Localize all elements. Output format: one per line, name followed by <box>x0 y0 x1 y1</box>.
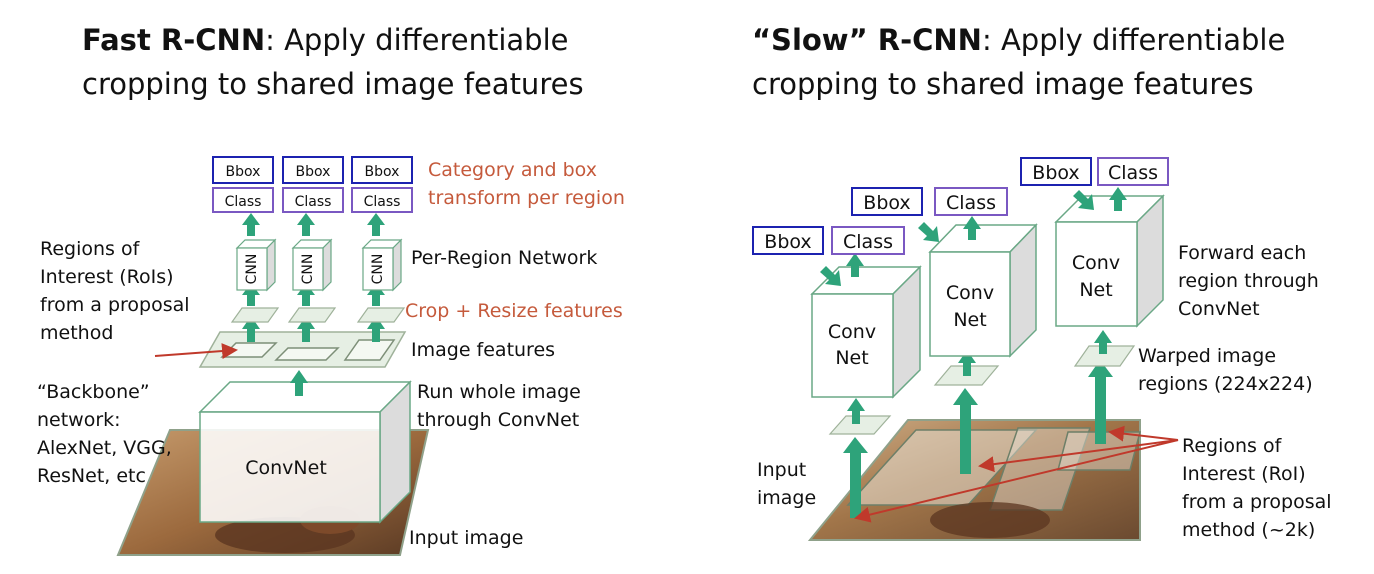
right-convnet-2-line2: Net <box>953 309 986 331</box>
slow-rcnn-title: “Slow” R-CNN: Apply differentiable cropp… <box>752 18 1285 106</box>
left-cnn-label-2: CNN <box>300 254 316 285</box>
left-cnn-label-3: CNN <box>370 254 386 285</box>
fast-rcnn-title-bold: Fast R-CNN <box>82 23 266 57</box>
right-warped-label: Warped image regions (224x224) <box>1138 342 1313 398</box>
left-bbox-label-2: Bbox <box>296 164 331 180</box>
left-bbox-label-3: Bbox <box>365 164 400 180</box>
right-output-arrows <box>820 187 1127 286</box>
left-image-features-label: Image features <box>411 339 556 361</box>
left-rois-line4: method <box>40 322 114 344</box>
left-run-whole-line1: Run whole image <box>417 381 581 403</box>
left-input-image-label: Input image <box>409 527 524 549</box>
left-crop-label: Crop + Resize features <box>405 300 623 322</box>
left-region-stack-1: CNN <box>230 213 280 342</box>
right-warped-line2: regions (224x224) <box>1138 373 1313 395</box>
left-backbone-line1: “Backbone” <box>37 381 150 403</box>
left-cnn-label-1: CNN <box>244 254 260 285</box>
right-input-image-label: Input image <box>757 456 816 512</box>
left-run-whole-label: Run whole image through ConvNet <box>417 378 581 434</box>
right-convnet-1: Conv Net <box>810 265 922 399</box>
left-run-whole-line2: through ConvNet <box>417 409 580 431</box>
left-rois-line2: Interest (RoIs) <box>40 266 174 288</box>
left-region-stack-3: CNN <box>356 213 406 342</box>
left-roi-pointer <box>154 343 238 360</box>
right-warped-line1: Warped image <box>1138 345 1277 367</box>
right-roi-pointers <box>854 425 1179 523</box>
right-bbox-label-1: Bbox <box>764 231 811 253</box>
right-forward-label: Forward each region through ConvNet <box>1178 239 1319 323</box>
right-convnet-3-line1: Conv <box>1072 252 1120 274</box>
right-convnet-3: Conv Net <box>1054 194 1165 328</box>
right-convnet-1-line1: Conv <box>828 321 876 343</box>
right-class-label-3: Class <box>1108 162 1158 184</box>
left-output-boxes: Bbox Bbox Bbox Class Class Class <box>212 156 413 213</box>
left-rois-label: Regions of Interest (RoIs) from a propos… <box>40 235 190 347</box>
fast-rcnn-title-line2: cropping to shared image features <box>82 67 584 101</box>
right-input-image-line1: Input <box>757 459 807 481</box>
left-category-label: Category and box transform per region <box>428 156 625 212</box>
right-forward-line2: region through <box>1178 270 1319 292</box>
left-backbone-line4: ResNet, etc <box>37 465 146 487</box>
right-class-label-1: Class <box>843 231 893 253</box>
right-bbox-label-3: Bbox <box>1032 162 1079 184</box>
right-convnet-1-line2: Net <box>835 347 868 369</box>
right-rois-line2: Interest (RoI) <box>1182 463 1306 485</box>
right-convnet-3-line2: Net <box>1079 279 1112 301</box>
left-rois-line3: from a proposal <box>40 294 190 316</box>
left-convnet-box: ConvNet <box>198 380 412 524</box>
right-forward-line1: Forward each <box>1178 242 1307 264</box>
fast-rcnn-title-rest: : Apply differentiable <box>265 23 569 57</box>
left-category-line1: Category and box <box>428 159 597 181</box>
right-output-boxes: Bbox Class Bbox Class Bbox Class <box>752 157 1169 255</box>
left-backbone-line2: network: <box>37 409 121 431</box>
right-upward-arrows <box>843 360 1113 518</box>
left-class-label-2: Class <box>295 194 332 210</box>
left-convnet-label: ConvNet <box>245 457 327 479</box>
left-per-region-label: Per-Region Network <box>411 247 598 269</box>
right-rois-label: Regions of Interest (RoI) from a proposa… <box>1182 432 1332 544</box>
right-class-label-2: Class <box>946 192 996 214</box>
right-convnet-2: Conv Net <box>928 223 1038 358</box>
slow-rcnn-title-line2: cropping to shared image features <box>752 67 1254 101</box>
left-backbone-line3: AlexNet, VGG, <box>37 437 172 459</box>
right-warped-planes <box>828 345 1136 435</box>
right-rois-line3: from a proposal <box>1182 491 1332 513</box>
right-rois-line4: method (~2k) <box>1182 519 1316 541</box>
left-class-label-3: Class <box>364 194 401 210</box>
left-arrow-convnet-to-features <box>290 370 308 396</box>
fast-rcnn-title: Fast R-CNN: Apply differentiable croppin… <box>82 18 584 106</box>
slow-rcnn-title-rest: : Apply differentiable <box>981 23 1286 57</box>
left-category-line2: transform per region <box>428 187 625 209</box>
right-convnet-2-line1: Conv <box>946 282 994 304</box>
left-class-label-1: Class <box>225 194 262 210</box>
right-rois-line1: Regions of <box>1182 435 1282 457</box>
slow-rcnn-title-bold: “Slow” R-CNN <box>752 23 982 57</box>
right-bbox-label-2: Bbox <box>863 192 910 214</box>
right-forward-line3: ConvNet <box>1178 298 1260 320</box>
left-region-stack-2: CNN <box>287 213 337 342</box>
left-bbox-label-1: Bbox <box>226 164 261 180</box>
left-rois-line1: Regions of <box>40 238 140 260</box>
right-input-image-line2: image <box>757 487 817 509</box>
left-backbone-label: “Backbone” network: AlexNet, VGG, ResNet… <box>37 378 172 490</box>
